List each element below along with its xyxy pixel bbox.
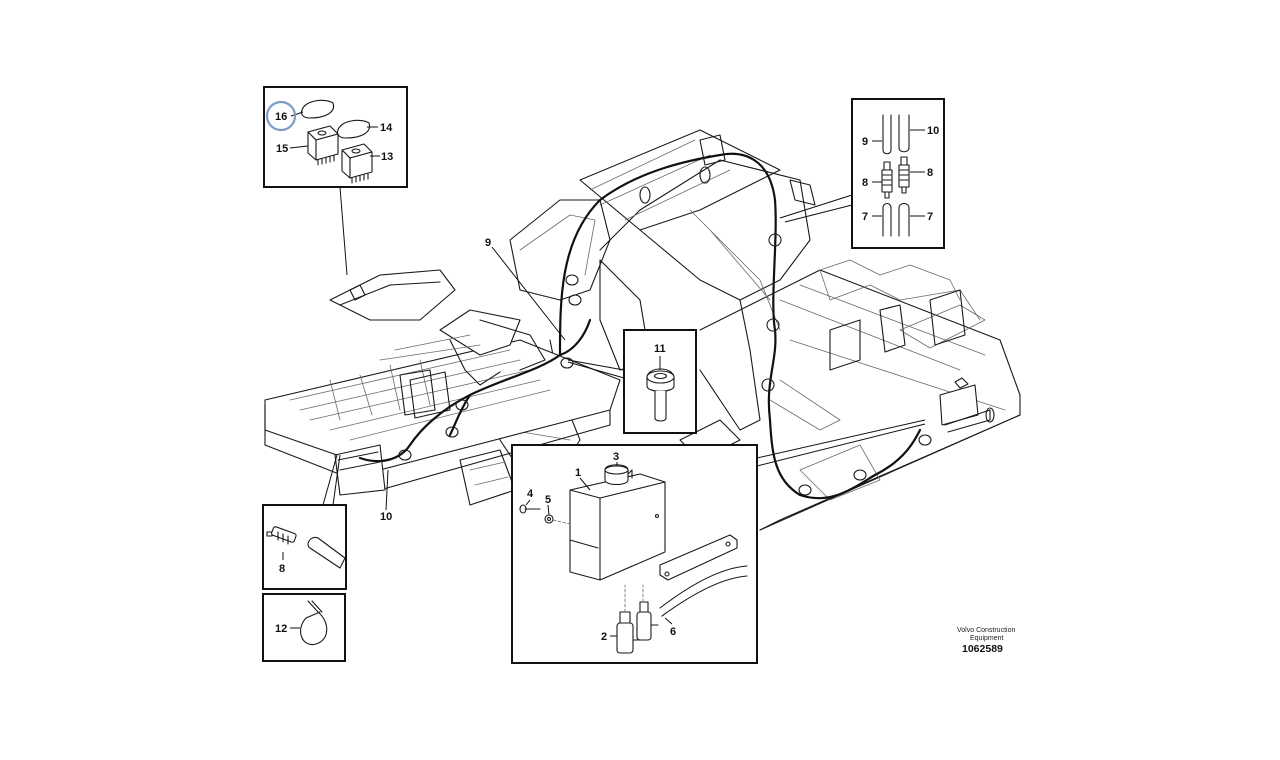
callout-3[interactable]: 3 [613,451,619,463]
switch-cap-14 [336,119,371,139]
callout-4[interactable]: 4 [527,488,534,500]
callout-2[interactable]: 2 [601,631,607,643]
filler-cap-3 [604,464,633,486]
callout-14[interactable]: 14 [380,122,393,134]
callout-15[interactable]: 15 [276,143,288,155]
machine-frame-illustration [264,129,1021,531]
mounting-bracket [659,534,738,581]
callout-9-main[interactable]: 9 [485,237,491,249]
highlight-circle-16 [265,100,297,132]
cable-tie-12 [300,600,328,646]
callout-12[interactable]: 12 [275,623,287,635]
harness-clips [398,166,932,496]
callout-7-box-right[interactable]: 7 [927,211,933,223]
document-number: 1062589 [962,643,1003,655]
callout-8-detail[interactable]: 8 [279,563,285,575]
callout-8-box-left[interactable]: 8 [862,177,868,189]
callout-10-main[interactable]: 10 [380,511,392,523]
washer-5 [544,514,554,524]
document-footer: Volvo Construction Equipment 1062589 [957,627,1015,655]
brand-line-1: Volvo Construction [957,627,1015,634]
callout-5[interactable]: 5 [545,494,551,506]
brand-line-2: Equipment [970,635,1004,642]
callout-7-box-left[interactable]: 7 [862,211,868,223]
washer-tank-1 [569,473,666,581]
callout-10-box[interactable]: 10 [927,125,939,137]
callout-13[interactable]: 13 [381,151,393,163]
detail-box-knob: 11 [623,329,697,434]
callout-1[interactable]: 1 [575,467,581,479]
detail-box-switches: 16 14 15 13 [263,86,408,188]
wiring-harness [358,152,932,500]
switch-body-13 [341,143,373,184]
callout-8-box-right[interactable]: 8 [927,167,933,179]
detail-box-connectors: 9 10 8 8 7 7 [851,98,945,249]
callout-16[interactable]: 16 [275,111,287,123]
connector-right [898,114,910,237]
detail-box-washer-reservoir: 1 3 4 5 2 6 [511,444,758,664]
detail-box-cable-tie: 12 [262,593,346,662]
callout-6[interactable]: 6 [670,626,676,638]
switch-body-15 [307,125,339,166]
callout-11[interactable]: 11 [654,343,666,355]
switch-cap-16 [300,99,335,119]
connector-left [881,114,893,237]
bolt-4 [519,504,541,514]
box-leader-lines [322,186,926,511]
washer-pump-6 [636,601,659,641]
detail-box-connector-8: 8 [262,504,347,590]
callout-9-box[interactable]: 9 [862,136,868,148]
